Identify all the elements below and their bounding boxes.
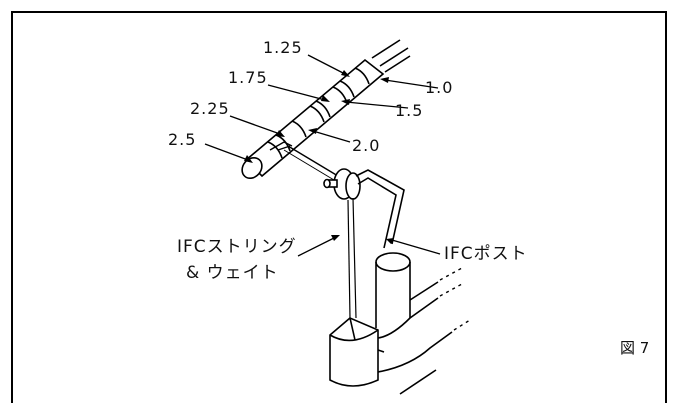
- label-2-0: 2.0: [352, 136, 380, 155]
- label-2-25: 2.25: [190, 99, 230, 118]
- frame-border: [11, 11, 667, 403]
- base-dashes: [439, 267, 471, 331]
- ifc-post: [355, 169, 411, 328]
- label-and-weight: & ウェイト: [186, 263, 279, 283]
- label-1-5: 1.5: [395, 101, 423, 120]
- pulley: [323, 168, 361, 200]
- label-1-75: 1.75: [228, 68, 268, 87]
- gauge-rod: [241, 39, 411, 180]
- label-2-5: 2.5: [168, 130, 196, 149]
- figure-number: 図 7: [620, 339, 649, 357]
- weight: [329, 197, 379, 387]
- label-ifc-post: IFCポスト: [444, 244, 528, 264]
- arrowheads: [244, 70, 394, 244]
- ifc-string-upper: [287, 145, 339, 177]
- base-stand: [377, 281, 453, 395]
- label-1-25: 1.25: [263, 38, 303, 57]
- leader-lines: [204, 54, 441, 257]
- label-ifc-string: IFCストリング: [177, 237, 297, 257]
- label-1-0: 1.0: [425, 78, 453, 97]
